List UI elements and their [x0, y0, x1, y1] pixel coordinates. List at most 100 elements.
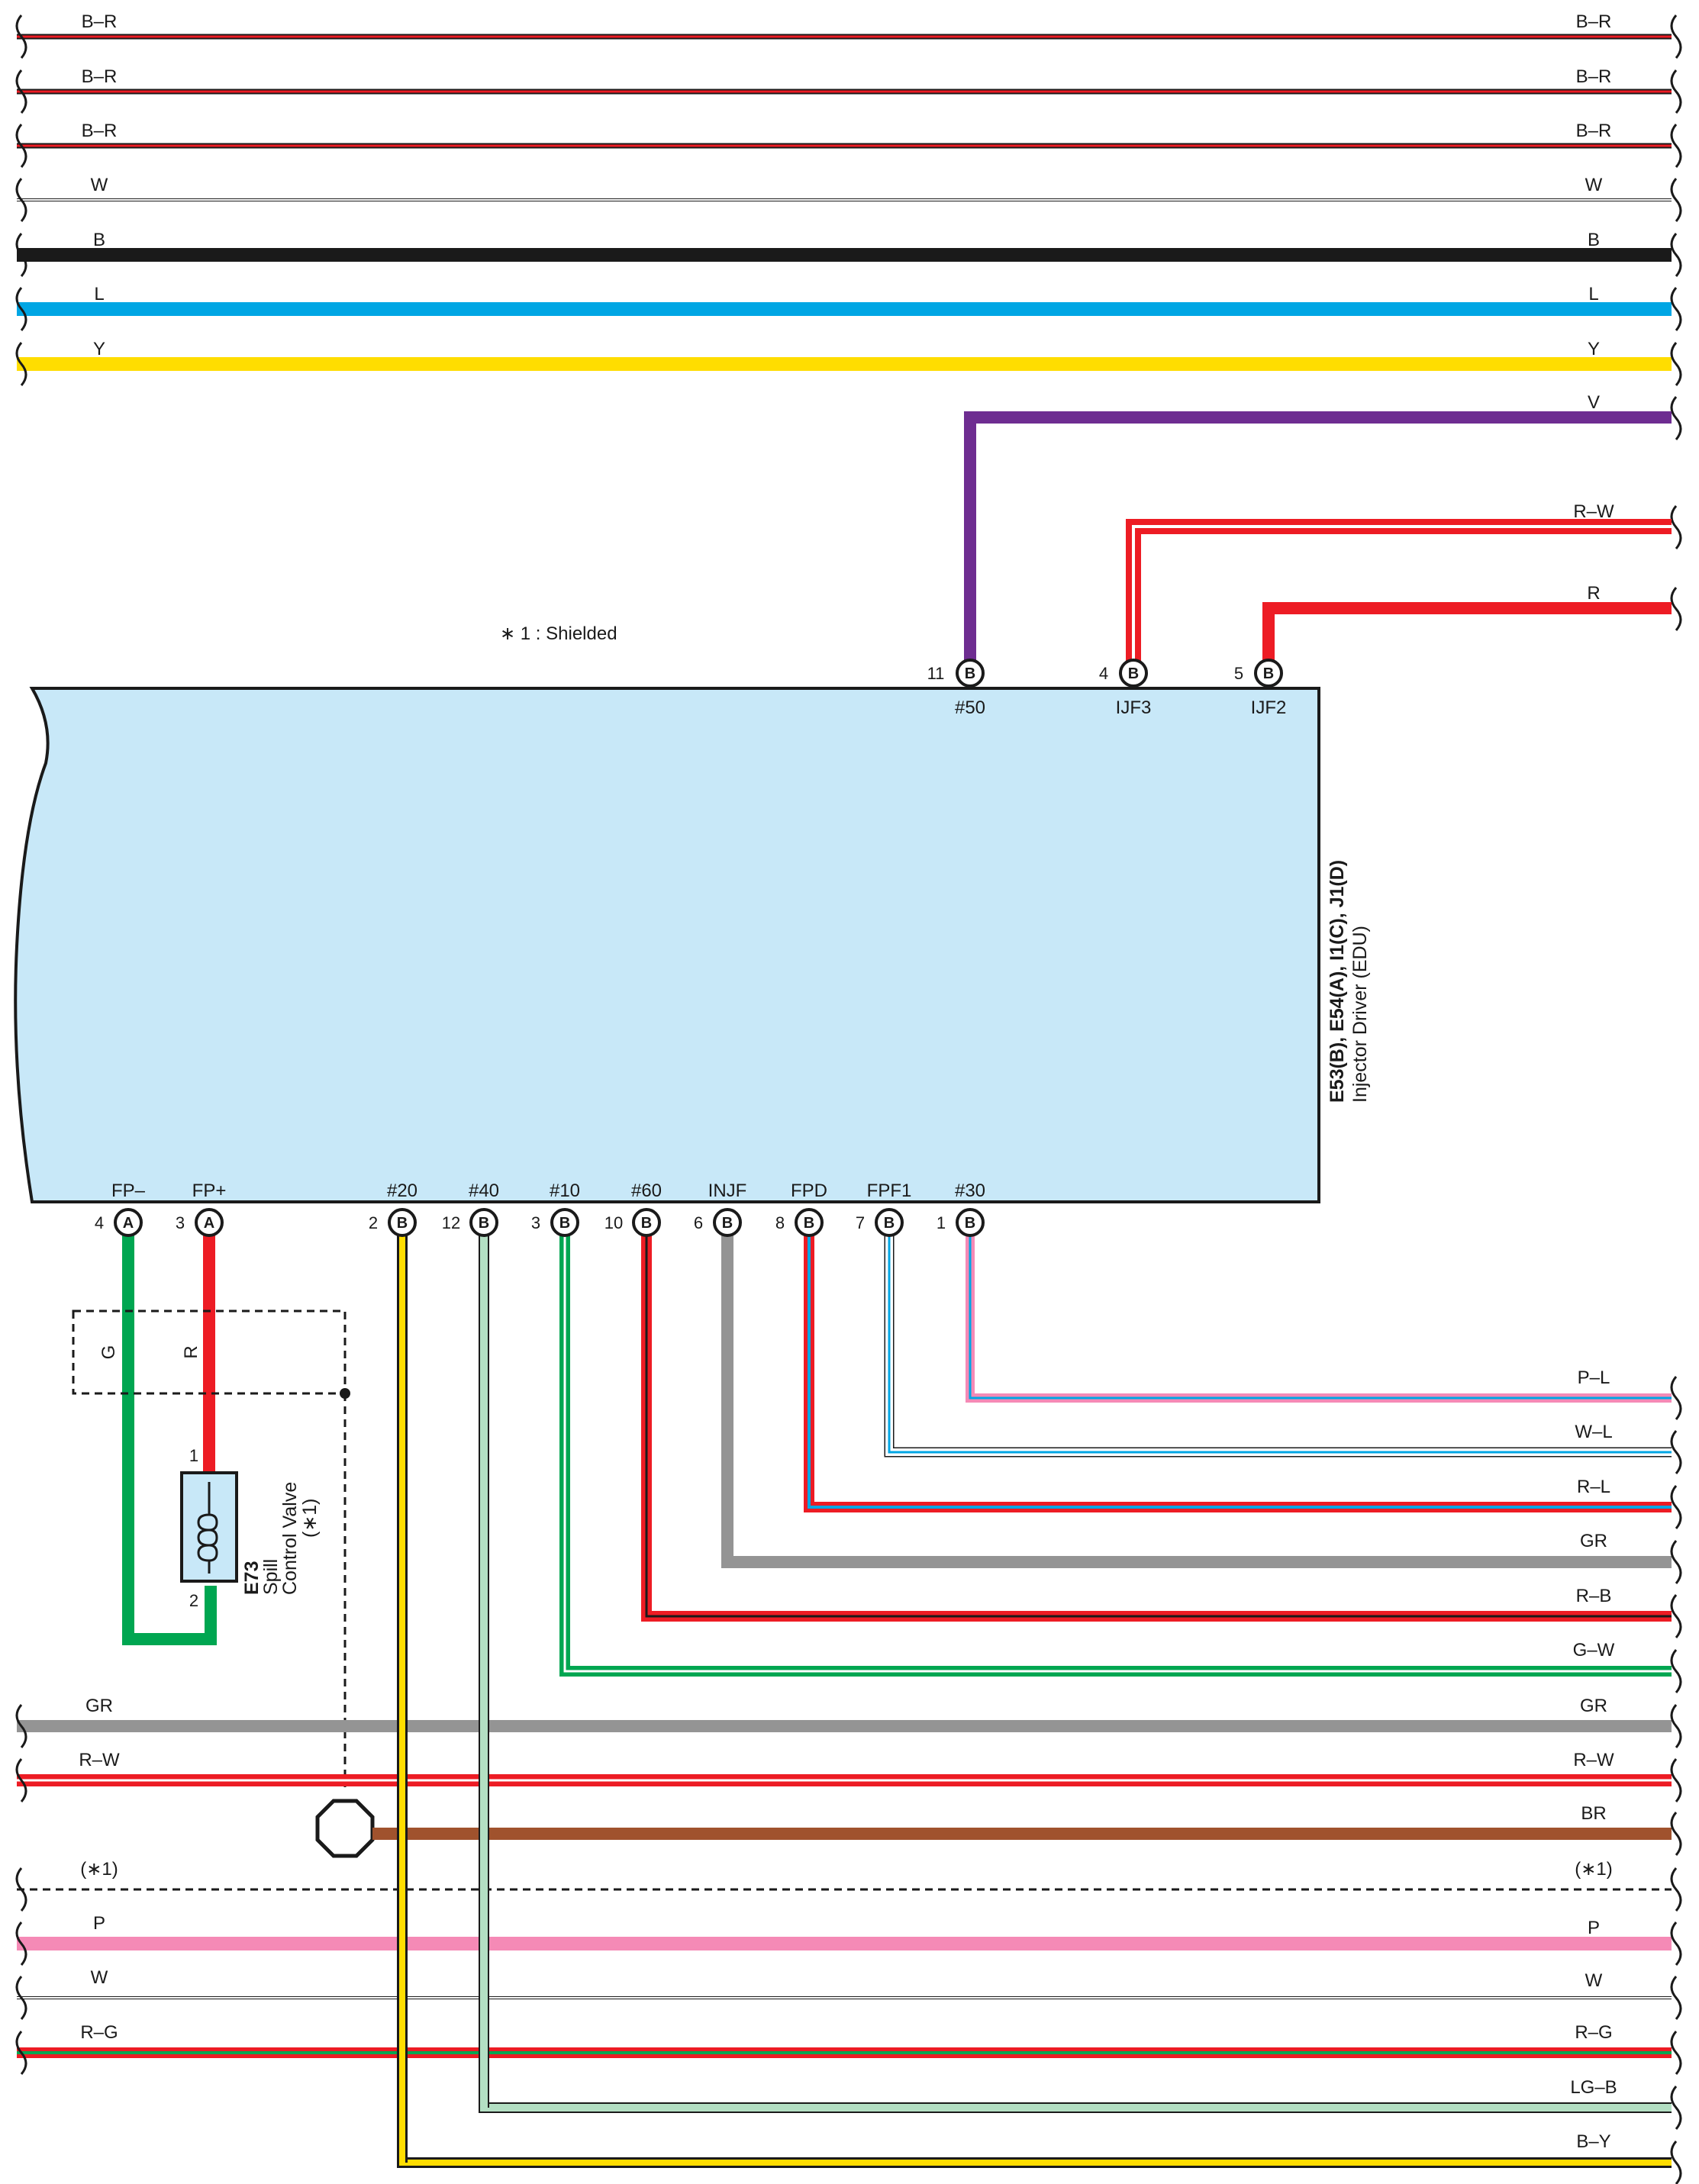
pin-number: 3 — [531, 1213, 540, 1232]
wire-label-right: R–B — [1576, 1586, 1612, 1606]
wire-label-right: G–W — [1573, 1640, 1615, 1661]
pin-number: 3 — [176, 1213, 185, 1232]
pin-20: #20 B 2 — [369, 1181, 417, 1237]
wire-label-left: W — [91, 175, 108, 195]
wire-label-left: B–R — [82, 66, 118, 87]
svg-text:B: B — [397, 1215, 408, 1232]
wire-label-left: B–R — [82, 121, 118, 141]
wire-label-right: B–R — [1576, 11, 1612, 32]
pin-name: INJF — [708, 1181, 747, 1201]
pin-30: #30 B 1 — [937, 1181, 985, 1237]
shield-ground-octagon-icon — [315, 1799, 375, 1858]
svg-text:B: B — [559, 1215, 570, 1232]
wire-label-right: R–G — [1575, 2022, 1612, 2043]
pin-60: #60 B 10 — [604, 1181, 662, 1237]
svg-text:A: A — [123, 1215, 134, 1232]
pin-name: #20 — [387, 1181, 417, 1201]
pin-name: #40 — [469, 1181, 499, 1201]
valve-name-2: Control Valve — [279, 1482, 301, 1595]
wire-label-right: V — [1588, 392, 1600, 413]
wire-label-left: B–R — [82, 11, 118, 32]
pin-name: FP+ — [192, 1181, 227, 1201]
pin-number: 1 — [937, 1213, 946, 1232]
wire-label-right: P–L — [1578, 1367, 1610, 1388]
wire-label-right: W–L — [1575, 1422, 1612, 1442]
wire-label-right: Y — [1588, 339, 1600, 359]
wire-label-right: B–Y — [1576, 2131, 1610, 2152]
svg-text:B: B — [1128, 665, 1139, 682]
svg-text:A: A — [204, 1215, 214, 1232]
pin-fpf1: FPF1 B 7 — [856, 1181, 912, 1237]
wire-label-g: G — [98, 1345, 119, 1360]
ecu-name: Injector Driver (EDU) — [1349, 926, 1371, 1103]
pin-number: 2 — [369, 1213, 378, 1232]
wire-label-left: GR — [85, 1696, 113, 1716]
wire-label-left: W — [91, 1967, 108, 1988]
pin-fp-minus: FP– A 4 — [95, 1181, 146, 1237]
wire-label-right: GR — [1580, 1696, 1607, 1716]
wire-label-right: R–W — [1573, 501, 1614, 522]
solenoid-coil-icon — [208, 1513, 218, 1562]
svg-text:B: B — [965, 665, 975, 682]
wire-label-right: L — [1588, 284, 1598, 304]
wire-label-right: W — [1585, 1970, 1603, 1991]
pin-ijf3: B 4 IJF3 — [1099, 659, 1152, 718]
spill-control-valve-circuit: G R 1 2 E73 Spill Control Valve (∗1) — [72, 1222, 375, 1858]
wire-label-r: R — [181, 1345, 201, 1358]
pin-name: FP– — [111, 1181, 146, 1201]
pin-name: FPD — [791, 1181, 827, 1201]
svg-text:B: B — [1263, 665, 1274, 682]
wire-label-right: R–L — [1577, 1477, 1610, 1497]
wire-r-w-top — [1126, 519, 1672, 672]
wire-label-left: B — [93, 230, 105, 250]
valve-code: E73 — [241, 1561, 263, 1595]
pin-name: IJF2 — [1251, 697, 1287, 718]
svg-text:B: B — [722, 1215, 733, 1232]
top-pin-wires: V R–W R — [964, 392, 1672, 672]
wire-label-right: B — [1588, 230, 1600, 250]
wire-v — [964, 411, 1672, 672]
ecu-body — [14, 687, 1320, 1203]
wire-w-l — [884, 1222, 1672, 1458]
wire-label-right: W — [1585, 175, 1603, 195]
wire-label-left: L — [94, 284, 104, 304]
wire-lg-b — [479, 1222, 1672, 2113]
solenoid-coil-icon — [197, 1482, 211, 1574]
pin-ijf2: B 5 IJF2 — [1234, 659, 1287, 718]
pin-40: #40 B 12 — [442, 1181, 499, 1237]
wire-label-right: P — [1588, 1918, 1600, 1938]
bottom-pin-wires: P–L W–L R–L GR R–B G–W — [397, 1222, 1672, 2168]
wire-label-left: R–W — [79, 1750, 120, 1770]
pin-number: 11 — [927, 664, 945, 683]
pin-name: #10 — [550, 1181, 580, 1201]
pin-name: #30 — [955, 1181, 985, 1201]
wire-r — [1262, 602, 1672, 672]
crossing-wires — [397, 1709, 489, 2163]
wire-p-l — [966, 1222, 1672, 1403]
pin-name: #50 — [955, 697, 985, 718]
ecu-top-pins: B 11 #50 B 4 IJF3 B 5 IJF2 — [927, 659, 1287, 718]
left-break-marks-bottom — [15, 1704, 27, 2075]
pin-number: 4 — [95, 1213, 104, 1232]
svg-text:B: B — [884, 1215, 895, 1232]
wire-label-right: R–W — [1573, 1750, 1614, 1770]
pin-name: FPF1 — [867, 1181, 912, 1201]
wire-label-right: BR — [1581, 1803, 1606, 1824]
ecu-connector-codes: E53(B), E54(A), I1(C), J1(D) — [1327, 860, 1348, 1103]
pin-injf: INJF B 6 — [694, 1181, 747, 1237]
svg-text:B: B — [804, 1215, 814, 1232]
pin-fp-plus: FP+ A 3 — [176, 1181, 227, 1237]
wire-g-w — [559, 1222, 1672, 1677]
wire-label-right: R — [1587, 583, 1600, 604]
wire-r-l — [804, 1222, 1672, 1512]
bottom-wire-bundle: GR GR R–W R–W BR (∗1) (∗1) P P W W R–G R… — [15, 1376, 1682, 2184]
pin-number: 2 — [189, 1591, 198, 1610]
wire-label-left: Y — [93, 339, 105, 359]
pin-number: 1 — [189, 1446, 198, 1465]
svg-text:B: B — [479, 1215, 489, 1232]
wire-label-left: R–G — [80, 2022, 118, 2043]
pin-name: IJF3 — [1116, 697, 1152, 718]
wire-b-y — [397, 1222, 1672, 2168]
wire-label-right: B–R — [1576, 66, 1612, 87]
